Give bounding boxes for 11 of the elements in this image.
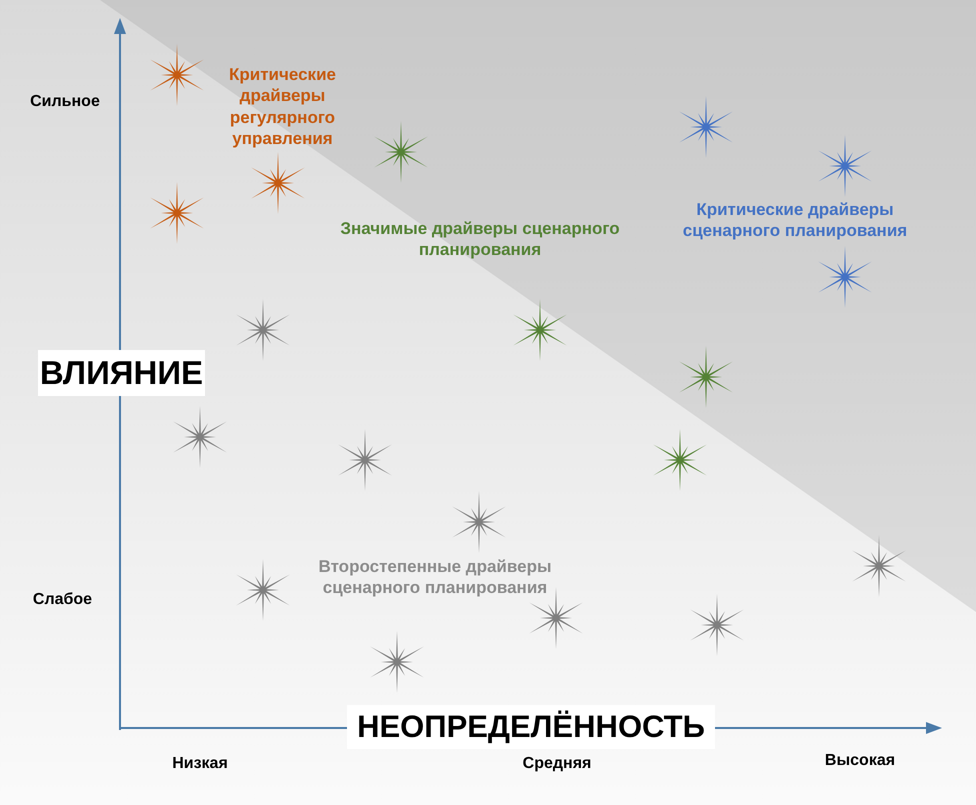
axis-title: НЕОПРЕДЕЛЁННОСТЬ [347,705,715,749]
zone-label: Значимые драйверы сценарного планирования [340,218,620,260]
axis-tick-label: Средняя [522,754,592,774]
zone-label: Второстепенные драйверы сценарного планирования [318,556,552,598]
axis-tick-label: Низкая [171,754,229,774]
axis-tick-label: Слабое [32,590,94,610]
axis-tick-label: Сильное [29,92,101,112]
zone-label: Критические драйверы сценарного планирования [682,199,908,242]
axis-title: ВЛИЯНИЕ [38,350,205,396]
zone-label: Критические драйверы регулярного управления [228,64,337,149]
axis-tick-label: Высокая [824,751,896,771]
